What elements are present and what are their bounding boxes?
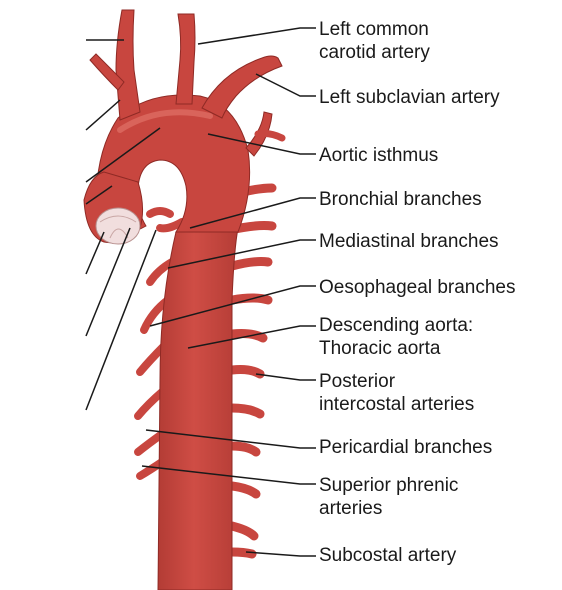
label-mediastinal-branches: Mediastinal branches: [319, 231, 499, 252]
label-bronchial-branches: Bronchial branches: [319, 189, 482, 210]
label-superior-phrenic-arteries: Superior phrenic arteries: [319, 475, 459, 519]
aortic-valve: [95, 207, 141, 245]
label-left-common-carotid-artery: Left common carotid artery: [319, 19, 430, 63]
descending-aorta: [157, 227, 239, 590]
label-aortic-isthmus: Aortic isthmus: [319, 145, 439, 166]
label-oesophageal-branches: Oesophageal branches: [319, 277, 516, 298]
label-pericardial-branches: Pericardial branches: [319, 437, 493, 458]
left-common-carotid-artery: [175, 13, 196, 105]
brachiocephalic-trunk: [115, 9, 141, 121]
label-posterior-intercostal-arteries: Posterior intercostal arteries: [319, 371, 475, 415]
left-subclavian-artery: [201, 55, 283, 119]
label-subcostal-artery: Subcostal artery: [319, 545, 457, 566]
left-leader-lines: [85, 39, 161, 411]
leader-lines: [141, 27, 316, 557]
label-left-subclavian-artery: Left subclavian artery: [319, 87, 500, 108]
label-descending-aorta: Descending aorta: Thoracic aorta: [319, 315, 474, 359]
